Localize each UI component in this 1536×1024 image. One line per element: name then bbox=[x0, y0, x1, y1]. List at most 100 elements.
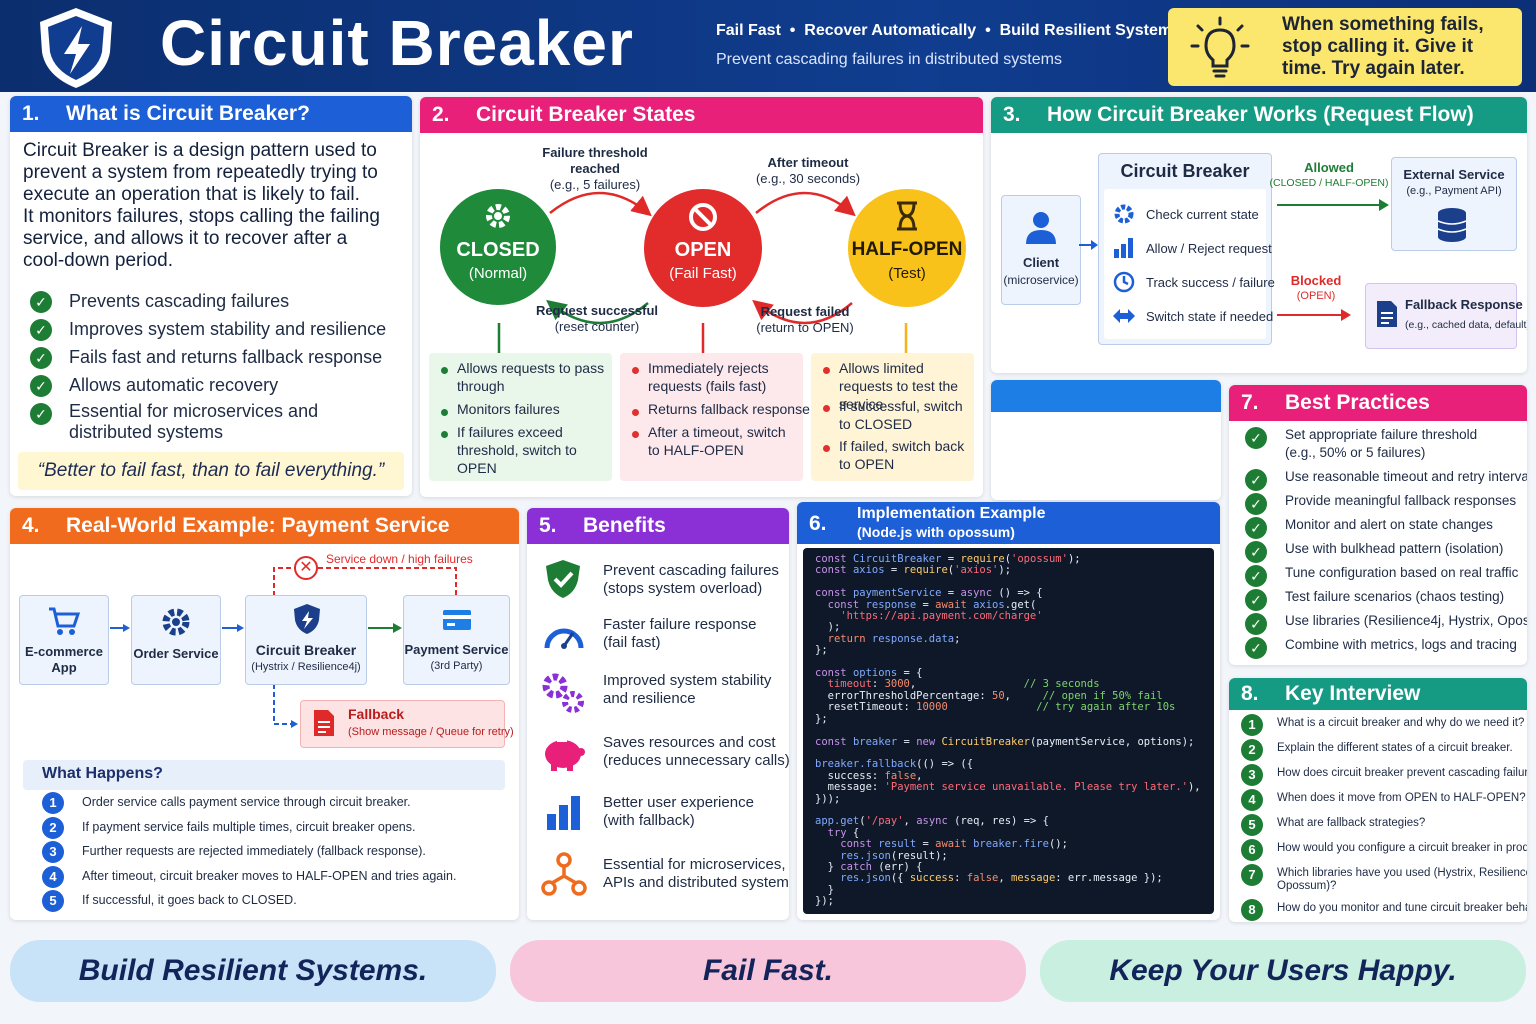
external-sub: (e.g., Payment API) bbox=[1406, 185, 1502, 197]
block-icon bbox=[689, 203, 717, 231]
header-quote: When something fails, stop calling it. G… bbox=[1282, 14, 1484, 79]
cb-label: Circuit Breaker bbox=[255, 642, 357, 658]
section-header: 3.How Circuit Breaker Works (Request Flo… bbox=[991, 97, 1527, 133]
description: Circuit Breaker is a design pattern used… bbox=[23, 140, 380, 271]
question-text: Which libraries have you used (Hystrix, … bbox=[1277, 867, 1527, 879]
cb-title: Circuit Breaker bbox=[1120, 161, 1250, 181]
benefit-sub: (fail fast) bbox=[603, 634, 661, 651]
question-number: 5 bbox=[1241, 814, 1263, 836]
header-tags: Fail Fast • Recover Automatically • Buil… bbox=[716, 22, 1181, 39]
question-text: When does it move from OPEN to HALF-OPEN… bbox=[1277, 792, 1526, 804]
order-service-box bbox=[131, 595, 221, 685]
check-icon: ✓ bbox=[1245, 427, 1267, 449]
section-request-flow: 3.How Circuit Breaker Works (Request Flo… bbox=[991, 97, 1527, 373]
external-label: External Service bbox=[1403, 167, 1505, 182]
best-practice-text: Use with bulkhead pattern (isolation) bbox=[1285, 541, 1504, 556]
benefit-sub: (stops system overload) bbox=[603, 580, 763, 597]
half-open-state-circle bbox=[848, 189, 966, 307]
best-practice-text: Use reasonable timeout and retry interva… bbox=[1285, 469, 1527, 484]
open-state-circle bbox=[644, 189, 762, 307]
question-number: 2 bbox=[1241, 739, 1263, 761]
closed-label: CLOSED bbox=[456, 239, 540, 261]
arrow-icon bbox=[1079, 240, 1098, 250]
allowed-sub: (CLOSED / HALF-OPEN) bbox=[1269, 177, 1389, 189]
cb-step: Switch state if needed bbox=[1146, 309, 1274, 324]
fallback-label: Fallback bbox=[348, 706, 405, 722]
check-icon: ✓ bbox=[30, 347, 52, 369]
cb-sub: (Hystrix / Resilience4j) bbox=[251, 661, 361, 673]
empty-panel bbox=[991, 380, 1221, 500]
payment-label: Payment Service bbox=[404, 642, 509, 657]
step-text: If payment service fails multiple times,… bbox=[82, 819, 416, 834]
open-details: Immediately rejects requests (fails fast… bbox=[620, 353, 810, 481]
section-implementation: 6. Implementation Example (Node.js with … bbox=[797, 502, 1220, 920]
best-practice-text: (e.g., 50% or 5 failures) bbox=[1285, 445, 1426, 460]
gear-icon bbox=[1114, 204, 1134, 224]
step-text: After timeout, circuit breaker moves to … bbox=[82, 868, 457, 883]
check-icon: ✓ bbox=[1245, 469, 1267, 491]
benefit-sub: and resilience bbox=[603, 690, 696, 707]
point: Improves system stability and resilience bbox=[69, 319, 387, 339]
cb-step: Allow / Reject request bbox=[1146, 241, 1272, 256]
bar-chart-icon bbox=[1114, 238, 1133, 258]
half-open-sub: (Test) bbox=[888, 265, 926, 282]
section-real-world: 4.Real-World Example: Payment Service ✕ … bbox=[10, 508, 519, 920]
shield-check-icon bbox=[546, 560, 580, 598]
question-number: 1 bbox=[1241, 714, 1263, 736]
check-icon: ✓ bbox=[1245, 613, 1267, 635]
error-x-icon: ✕ bbox=[294, 556, 318, 580]
question-number: 4 bbox=[1241, 789, 1263, 811]
point: Fails fast and returns fallback response bbox=[69, 347, 383, 367]
check-icon: ✓ bbox=[1245, 541, 1267, 563]
check-icon: ✓ bbox=[30, 291, 52, 313]
fallback-box bbox=[300, 700, 505, 748]
document-icon bbox=[314, 710, 334, 736]
benefit-sub: (with fallback) bbox=[603, 812, 695, 829]
ecommerce-box bbox=[19, 595, 109, 685]
payment-sub: (3rd Party) bbox=[430, 660, 483, 672]
document-icon bbox=[1377, 301, 1397, 327]
what-happens-title: What Happens? bbox=[42, 765, 163, 782]
gear-icon bbox=[486, 204, 510, 228]
question-text: How would you configure a circuit breake… bbox=[1277, 842, 1527, 854]
arrow-label-timeout: After timeout(e.g., 30 seconds) bbox=[755, 155, 861, 186]
question-text: What is a circuit breaker and why do we … bbox=[1277, 717, 1525, 729]
cart-icon bbox=[49, 607, 80, 635]
benefit-main: Faster failure response bbox=[603, 616, 757, 633]
speedometer-icon bbox=[544, 628, 584, 649]
allowed-label: Allowed bbox=[1304, 160, 1354, 175]
credit-card-icon bbox=[443, 610, 471, 630]
client-sub: (microservice) bbox=[1003, 273, 1079, 287]
flow-arrows bbox=[1277, 199, 1389, 321]
code-block bbox=[803, 548, 1214, 914]
shield-icon bbox=[294, 604, 320, 634]
bar-chart-icon bbox=[547, 796, 580, 830]
open-label: OPEN bbox=[674, 239, 732, 261]
impl-title: Implementation Example bbox=[857, 505, 1046, 522]
service-down-label: Service down / high failures bbox=[326, 552, 473, 566]
question-number: 7 bbox=[1241, 864, 1263, 886]
best-practice-text: Use libraries (Resilience4j, Hystrix, Op… bbox=[1285, 613, 1527, 628]
blocked-label: Blocked bbox=[1290, 273, 1342, 288]
database-icon bbox=[1437, 208, 1467, 242]
section-header: 5.Benefits bbox=[527, 508, 789, 544]
impl-subtitle: (Node.js with opossum) bbox=[857, 524, 1015, 540]
fallback-sub: (Show message / Queue for retry) bbox=[348, 726, 514, 738]
question-text: What are fallback strategies? bbox=[1277, 817, 1426, 829]
step-number: 5 bbox=[42, 890, 64, 912]
check-icon: ✓ bbox=[1245, 565, 1267, 587]
question-text: Opossum)? bbox=[1277, 880, 1337, 892]
check-icon: ✓ bbox=[30, 319, 52, 341]
step-text: If successful, it goes back to CLOSED. bbox=[82, 893, 297, 907]
closed-sub: (Normal) bbox=[468, 265, 528, 282]
question-text: How does circuit breaker prevent cascadi… bbox=[1277, 767, 1527, 779]
section-header: 4.Real-World Example: Payment Service bbox=[10, 508, 519, 544]
payment-flow-arrows bbox=[110, 567, 457, 728]
switch-arrows-icon bbox=[1113, 309, 1135, 323]
section-what-is: 1.What is Circuit Breaker? Circuit Break… bbox=[10, 96, 412, 496]
check-icon: ✓ bbox=[1245, 493, 1267, 515]
page-title: Circuit Breaker bbox=[160, 7, 634, 79]
gear-icon bbox=[162, 608, 190, 636]
